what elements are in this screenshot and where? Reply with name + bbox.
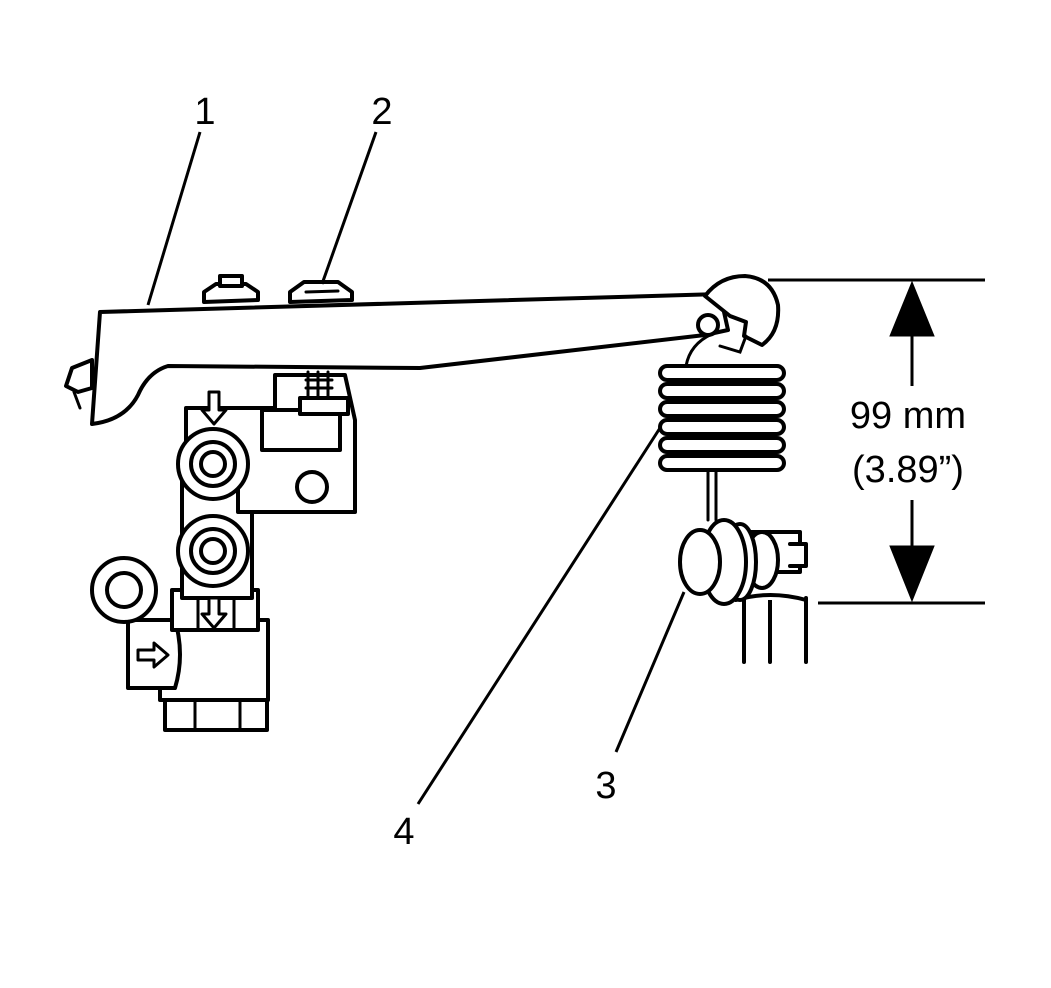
callout-3-leader [614,591,686,753]
dimension-99mm: 99 mm (3.89”) [768,278,985,605]
callout-2: 2 [320,91,393,285]
callout-1-leader [146,131,202,306]
callout-1-label: 1 [194,91,215,133]
sensor-lever-arm [64,274,781,426]
flow-arrow-down-lower [200,596,228,630]
spring-link [658,332,786,522]
dimension-arrow-down-icon [889,545,935,603]
upper-line-fitting [176,427,250,501]
dimension-arrow-up-icon [889,280,935,337]
callout-2-leader [320,131,378,285]
link-bushing [678,518,808,664]
callout-4-label: 4 [393,811,414,853]
callout-3-label: 3 [595,765,616,807]
callout-4: 4 [393,427,662,853]
dimension-imperial-label: (3.89”) [852,449,964,491]
callout-1: 1 [146,91,216,306]
flow-arrow-right [136,641,170,669]
lever-retaining-nut [288,280,354,304]
flow-arrow-down-upper [200,390,228,426]
lower-line-fitting [176,514,250,588]
callout-2-label: 2 [371,91,392,133]
callout-4-leader [416,427,662,805]
dimension-metric-label: 99 mm [850,395,966,437]
lever-nut-left [202,274,260,304]
callout-3: 3 [595,591,686,807]
